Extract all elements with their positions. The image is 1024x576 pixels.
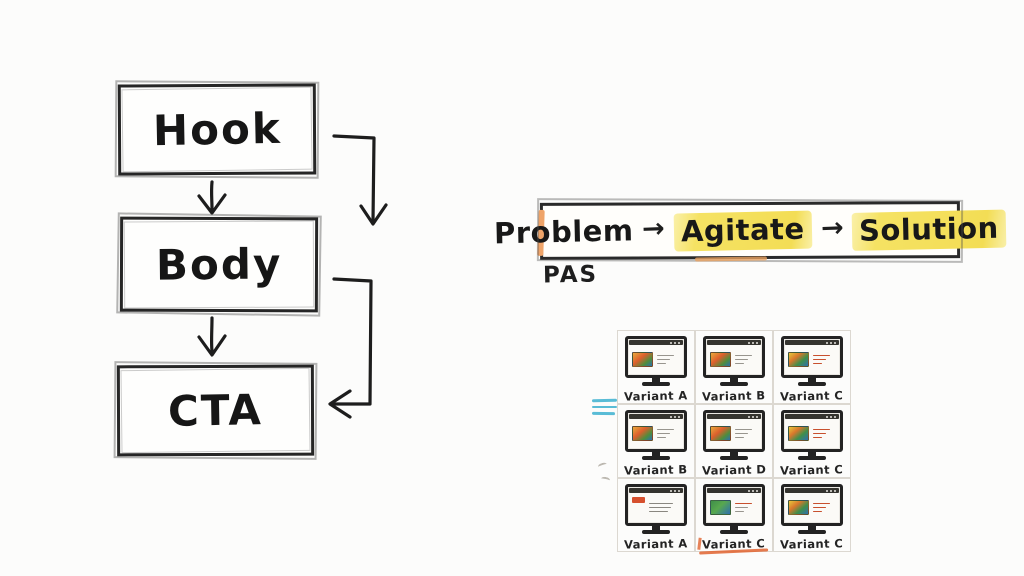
monitor-thumbnail-icon xyxy=(781,336,843,387)
pas-word-agitate: Agitate xyxy=(673,210,813,252)
variant-cell: Variant B xyxy=(617,404,695,478)
monitor-thumbnail-icon xyxy=(781,410,843,461)
monitor-thumbnail-icon xyxy=(703,336,765,387)
flow-box-body: Body xyxy=(119,216,319,313)
variant-grid: Variant A Variant B Variant C xyxy=(617,330,851,552)
connector-hook-skip-head-icon xyxy=(359,203,388,226)
pencil-mark-icon xyxy=(597,461,608,470)
variant-cell: Variant A xyxy=(617,330,695,404)
connector-body-cta-icon xyxy=(332,277,373,406)
variant-label: Variant B xyxy=(624,462,688,478)
variant-label: Variant C xyxy=(780,536,844,552)
variant-label: Variant D xyxy=(701,462,767,478)
connector-body-cta-head-icon xyxy=(328,389,352,419)
variant-cell: Variant C xyxy=(773,330,851,404)
variant-cell: Variant A xyxy=(617,478,695,552)
flow-box-cta-label: CTA xyxy=(167,385,264,436)
variant-label: Variant C xyxy=(780,462,844,478)
pas-formula-box: Problem → Agitate → Solution xyxy=(494,201,1007,260)
pas-word-solution: Solution xyxy=(851,209,1007,251)
variant-cell: Variant D xyxy=(695,404,773,478)
variant-cell: Variant C xyxy=(773,404,851,478)
variant-cell: Variant C xyxy=(773,478,851,552)
monitor-thumbnail-icon xyxy=(625,336,687,387)
variant-cell: Variant B xyxy=(695,330,773,404)
monitor-thumbnail-icon xyxy=(625,484,687,535)
variant-cell: Variant C xyxy=(695,478,773,552)
right-arrow-icon: → xyxy=(820,212,844,245)
pas-caption: PAS xyxy=(542,261,599,289)
connector-hook-skip-icon xyxy=(332,134,376,223)
variant-label: Variant B xyxy=(702,388,766,404)
arrow-down-hook-body-head-icon xyxy=(197,193,227,215)
right-arrow-icon: → xyxy=(641,212,666,245)
flow-box-cta: CTA xyxy=(116,364,315,457)
monitor-thumbnail-icon xyxy=(625,410,687,461)
pencil-mark-icon xyxy=(600,476,611,483)
arrow-down-body-cta-head-icon xyxy=(197,334,227,357)
flow-box-body-label: Body xyxy=(155,239,283,290)
pas-word-problem: Problem xyxy=(493,212,634,250)
monitor-thumbnail-icon xyxy=(703,484,765,535)
flow-box-hook-label: Hook xyxy=(152,103,282,156)
variant-label: Variant A xyxy=(624,388,688,404)
flow-box-hook: Hook xyxy=(117,83,317,176)
variant-label-emphasized: Variant C xyxy=(702,536,766,552)
blue-list-lines-icon xyxy=(591,398,618,415)
variant-label: Variant A xyxy=(624,536,688,552)
variant-label: Variant C xyxy=(780,388,844,404)
monitor-thumbnail-icon xyxy=(781,484,843,535)
monitor-thumbnail-icon xyxy=(703,410,765,461)
